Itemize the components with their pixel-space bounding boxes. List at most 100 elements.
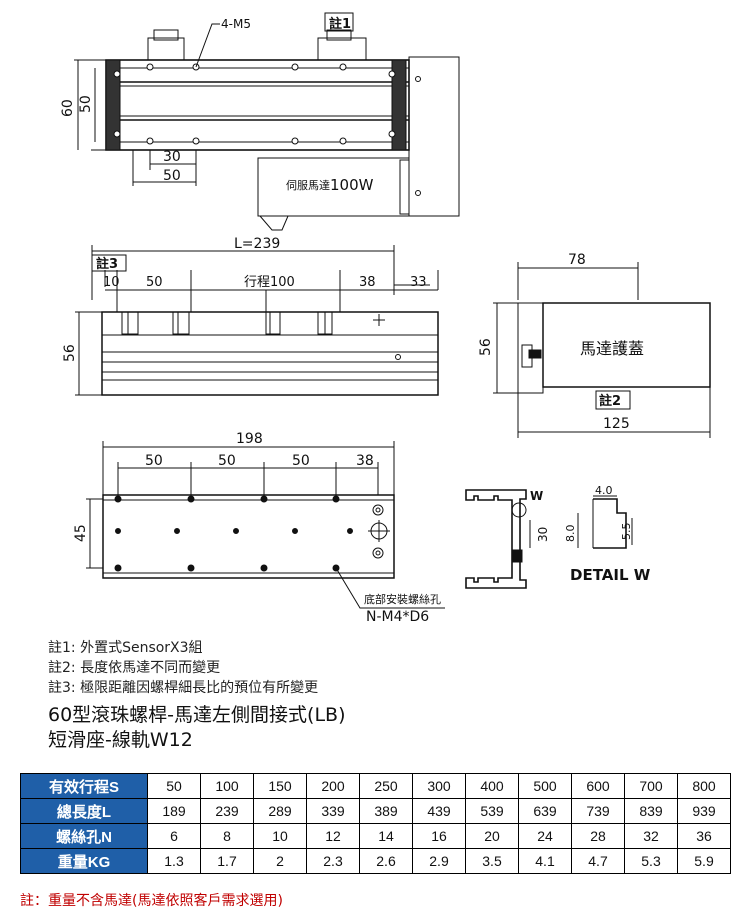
table-cell: 250	[359, 773, 413, 799]
table-cell: 600	[571, 773, 625, 799]
table-cell: 300	[412, 773, 466, 799]
table-cell: 12	[306, 823, 360, 849]
table-cell: 8	[200, 823, 254, 849]
technical-drawing	[74, 12, 711, 609]
table-cell: 100	[200, 773, 254, 799]
detail-dim-55: 5.5	[620, 523, 633, 541]
weight-footnote: 註：重量不含馬達(馬達依照客戶需求選用)	[20, 893, 283, 909]
dim-56-side: 56	[62, 344, 78, 362]
table-cell: 439	[412, 798, 466, 824]
motor-label: 伺服馬達	[286, 179, 330, 192]
table-cell: 1.3	[147, 848, 201, 874]
product-title-line2: 短滑座-線軌W12	[48, 729, 193, 751]
length-label: L=239	[234, 236, 280, 252]
row-header: 有效行程S	[20, 773, 148, 799]
note-tag-1: 註1	[329, 16, 351, 32]
note-tag-3: 註3	[96, 256, 118, 272]
note-tag-2: 註2	[599, 393, 621, 409]
table-cell: 339	[306, 798, 360, 824]
table-cell: 5.9	[677, 848, 731, 874]
dim-33-side: 33	[410, 275, 427, 290]
table-cell: 5.3	[624, 848, 678, 874]
motor-cover-label: 馬達護蓋	[580, 339, 644, 358]
bottom-view	[86, 441, 445, 609]
dim-60: 60	[60, 99, 76, 117]
table-cell: 639	[518, 798, 572, 824]
table-cell: 6	[147, 823, 201, 849]
detail-dim-80: 8.0	[564, 525, 577, 543]
table-cell: 150	[253, 773, 307, 799]
detail-title: DETAIL W	[570, 566, 651, 584]
dim-45: 45	[73, 524, 89, 542]
table-cell: 10	[253, 823, 307, 849]
table-cell: 20	[465, 823, 519, 849]
dim-50-h: 50	[163, 168, 181, 184]
table-cell: 50	[147, 773, 201, 799]
table-cell: 2.3	[306, 848, 360, 874]
drawing-labels: 4-M5 註1 60 50 30 50 伺服馬達 100W L=239 註3 1…	[60, 16, 651, 625]
detail-w-mark: W	[530, 489, 543, 503]
note-2: 註2: 長度依馬達不同而變更	[48, 660, 221, 676]
table-cell: 539	[465, 798, 519, 824]
screw-label: 4-M5	[221, 17, 251, 31]
spec-table: 有效行程S 50 100 150 200 250 300 400 500 600…	[20, 773, 731, 874]
table-cell: 200	[306, 773, 360, 799]
dim-50-v: 50	[78, 95, 94, 113]
table-cell: 16	[412, 823, 466, 849]
table-cell: 939	[677, 798, 731, 824]
pitch-3: 50	[292, 453, 310, 469]
table-cell: 500	[518, 773, 572, 799]
table-cell: 739	[571, 798, 625, 824]
hole-note: 底部安裝螺絲孔	[364, 592, 441, 606]
dim-38-side: 38	[359, 275, 376, 290]
pitch-2: 50	[218, 453, 236, 469]
table-cell: 839	[624, 798, 678, 824]
table-cell: 2	[253, 848, 307, 874]
table-cell: 239	[200, 798, 254, 824]
dim-50-side: 50	[146, 275, 163, 290]
row-header: 螺絲孔N	[20, 823, 148, 849]
pitch-4: 38	[356, 453, 374, 469]
dim-10: 10	[103, 275, 120, 290]
table-cell: 14	[359, 823, 413, 849]
stroke-label: 行程100	[244, 275, 295, 290]
table-cell: 4.1	[518, 848, 572, 874]
table-row: 有效行程S 50 100 150 200 250 300 400 500 600…	[20, 773, 731, 799]
dim-125: 125	[603, 416, 630, 432]
hole-spec: N-M4*D6	[366, 609, 429, 625]
motor-cover-view	[493, 262, 711, 438]
table-row: 總長度L 189 239 289 339 389 439 539 639 739…	[20, 798, 731, 824]
row-header: 重量KG	[20, 848, 148, 874]
dim-30: 30	[163, 149, 181, 165]
table-cell: 2.6	[359, 848, 413, 874]
table-cell: 3.5	[465, 848, 519, 874]
table-cell: 2.9	[412, 848, 466, 874]
table-cell: 36	[677, 823, 731, 849]
table-cell: 389	[359, 798, 413, 824]
detail-w	[465, 489, 633, 589]
table-cell: 1.7	[200, 848, 254, 874]
top-view	[74, 12, 460, 231]
table-cell: 800	[677, 773, 731, 799]
dim-198: 198	[236, 431, 263, 447]
note-3: 註3: 極限距離因螺桿細長比的預位有所變更	[48, 680, 319, 696]
detail-dim-40: 4.0	[595, 484, 613, 497]
table-row: 螺絲孔N 6 8 10 12 14 16 20 24 28 32 36	[20, 823, 731, 849]
table-cell: 189	[147, 798, 201, 824]
table-cell: 700	[624, 773, 678, 799]
table-cell: 24	[518, 823, 572, 849]
pitch-1: 50	[145, 453, 163, 469]
note-1: 註1: 外置式SensorX3組	[48, 640, 203, 656]
product-title-line1: 60型滾珠螺桿-馬達左側間接式(LB)	[48, 704, 346, 726]
table-row: 重量KG 1.3 1.7 2 2.3 2.6 2.9 3.5 4.1 4.7 5…	[20, 848, 731, 874]
motor-power: 100W	[330, 176, 374, 194]
table-cell: 32	[624, 823, 678, 849]
table-cell: 289	[253, 798, 307, 824]
row-header: 總長度L	[20, 798, 148, 824]
table-cell: 400	[465, 773, 519, 799]
detail-dim-30: 30	[536, 527, 550, 542]
table-cell: 28	[571, 823, 625, 849]
dim-56-cover: 56	[478, 338, 494, 356]
dim-78: 78	[568, 252, 586, 268]
side-view	[75, 245, 439, 396]
